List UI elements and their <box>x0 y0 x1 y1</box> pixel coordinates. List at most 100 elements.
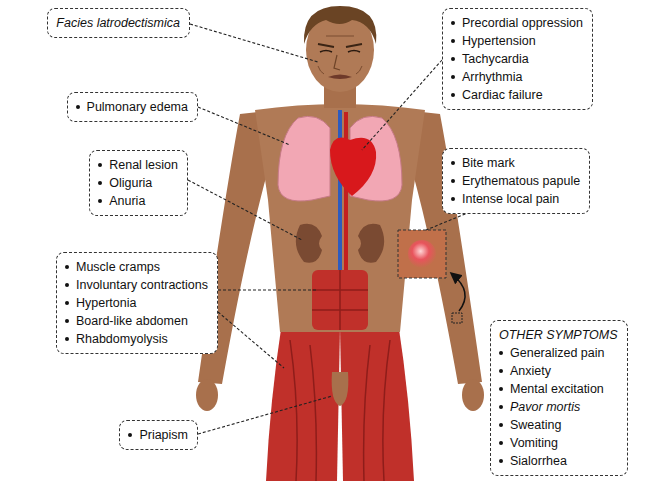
callout-row: Mental excitation <box>499 380 618 398</box>
symptom-text: Arrhythmia <box>462 68 522 86</box>
abdominal-muscle <box>312 270 368 330</box>
bullet-dot <box>98 181 102 185</box>
callout-row: Hypertension <box>451 32 583 50</box>
symptom-text: Erythematous papule <box>462 172 580 190</box>
callout-row: Sialorrhea <box>499 452 618 470</box>
leg-muscle-lines <box>290 340 390 481</box>
face-lines <box>318 36 362 74</box>
symptom-text: Intense local pain <box>462 190 559 208</box>
callout-row: Muscle cramps <box>65 258 208 276</box>
bullet-dot <box>98 163 102 167</box>
callout-row: Bite mark <box>451 154 580 172</box>
symptom-callout: Priapism <box>119 420 198 450</box>
papule <box>408 240 436 268</box>
bullet-dot <box>451 161 455 165</box>
symptom-text: Precordial oppression <box>462 14 583 32</box>
inset-arrow <box>452 274 465 311</box>
bullet-dot <box>499 369 503 373</box>
genitals <box>332 372 349 406</box>
callout-row: Priapism <box>128 426 188 444</box>
symptom-text: Priapism <box>139 426 188 444</box>
symptom-callout: OTHER SYMPTOMSGeneralized painAnxietyMen… <box>490 320 628 476</box>
left-hand <box>196 379 218 411</box>
callout-row: Sweating <box>499 416 618 434</box>
symptom-text: Hypertonia <box>76 294 136 312</box>
callout-row: Pavor mortis <box>499 398 618 416</box>
symptom-text: Pulmonary edema <box>87 98 188 116</box>
bullet-dot <box>65 301 69 305</box>
symptom-callout: Bite markErythematous papuleIntense loca… <box>442 148 590 214</box>
leader-line <box>198 396 332 434</box>
callout-heading: OTHER SYMPTOMS <box>499 326 618 344</box>
symptom-text: Board-like abdomen <box>76 312 188 330</box>
callout-row: Rhabdomyolysis <box>65 330 208 348</box>
right-leg <box>340 322 414 481</box>
callout-row: Generalized pain <box>499 344 618 362</box>
symptom-callout: Facies latrodectismica <box>47 8 190 38</box>
leader-line <box>188 180 302 240</box>
bite-site-marker <box>452 313 462 323</box>
torso <box>255 104 425 332</box>
leader-line <box>426 212 470 230</box>
symptom-callout: Precordial oppressionHypertensionTachyca… <box>442 8 593 110</box>
bullet-dot <box>499 387 503 391</box>
bullet-dot <box>451 197 455 201</box>
symptom-text: Vomiting <box>510 434 558 452</box>
callout-heading: Facies latrodectismica <box>56 14 180 32</box>
symptom-text: Oliguria <box>109 174 152 192</box>
leader-line <box>190 24 318 62</box>
symptom-text: Anxiety <box>510 362 551 380</box>
left-lung <box>278 116 330 201</box>
symptom-callout: Pulmonary edema <box>67 92 198 122</box>
left-kidney <box>296 224 322 263</box>
eyebrows <box>318 44 362 47</box>
symptom-text: Hypertension <box>462 32 536 50</box>
leader-line <box>218 312 284 368</box>
callout-row: Arrhythmia <box>451 68 583 86</box>
leader-line <box>198 107 290 145</box>
callout-row: Pulmonary edema <box>76 98 188 116</box>
bullet-dot <box>128 433 132 437</box>
right-hand <box>462 379 484 411</box>
nose <box>334 55 340 70</box>
symptom-text: Tachycardia <box>462 50 529 68</box>
bullet-dot <box>451 93 455 97</box>
callout-row: Intense local pain <box>451 190 580 208</box>
symptom-text: Sialorrhea <box>510 452 567 470</box>
callout-row: Oliguria <box>98 174 178 192</box>
bullet-dot <box>65 337 69 341</box>
symptom-text: Sweating <box>510 416 561 434</box>
bullet-dot <box>451 39 455 43</box>
callout-row: Board-like abdomen <box>65 312 208 330</box>
hair <box>304 6 376 44</box>
symptom-text: Rhabdomyolysis <box>76 330 168 348</box>
symptom-text: Pavor mortis <box>510 398 580 416</box>
bullet-dot <box>499 441 503 445</box>
callout-row: Anxiety <box>499 362 618 380</box>
symptom-text: Anuria <box>109 192 145 210</box>
mouth <box>328 75 352 80</box>
callout-row: Erythematous papule <box>451 172 580 190</box>
callout-row: Facies latrodectismica <box>56 14 180 32</box>
symptom-text: Involuntary contractions <box>76 276 208 294</box>
heart <box>330 138 376 196</box>
left-leg <box>266 322 340 481</box>
leader-line <box>362 60 442 150</box>
symptom-callout: Muscle crampsInvoluntary contractionsHyp… <box>56 252 218 354</box>
bite-inset <box>398 230 446 278</box>
callout-row: Precordial oppression <box>451 14 583 32</box>
bullet-dot <box>499 405 503 409</box>
leader-line <box>218 289 316 290</box>
callout-row: Involuntary contractions <box>65 276 208 294</box>
callout-row: Renal lesion <box>98 156 178 174</box>
callout-row: Anuria <box>98 192 178 210</box>
eyes <box>320 51 360 53</box>
bullet-dot <box>499 423 503 427</box>
symptom-text: Cardiac failure <box>462 86 543 104</box>
bullet-dot <box>499 351 503 355</box>
symptom-text: Muscle cramps <box>76 258 160 276</box>
abdominal-lines <box>312 270 368 330</box>
right-kidney <box>358 224 384 263</box>
symptom-text: Renal lesion <box>109 156 178 174</box>
bullet-dot <box>451 57 455 61</box>
